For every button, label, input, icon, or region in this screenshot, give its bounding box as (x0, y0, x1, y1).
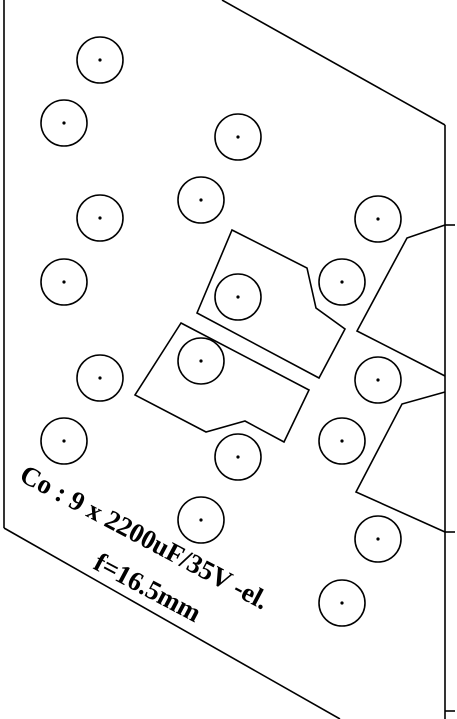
hole-center-dot (98, 376, 102, 380)
hole-ring (40, 99, 88, 147)
capacitor-hole (76, 354, 124, 402)
capacitor-hole (318, 417, 366, 465)
hole-ring (177, 176, 225, 224)
hole-center-dot (236, 295, 240, 299)
capacitor-hole (354, 356, 402, 404)
hole-center-dot (98, 58, 102, 62)
hole-center-dot (62, 121, 66, 125)
hole-center-dot (376, 378, 380, 382)
capacitor-hole (40, 99, 88, 147)
hole-ring (354, 356, 402, 404)
capacitor-hole (177, 176, 225, 224)
board-outline (3, 0, 446, 719)
capacitor-hole (214, 433, 262, 481)
hole-ring (318, 258, 366, 306)
capacitor-hole (354, 515, 402, 563)
capacitor-hole (354, 195, 402, 243)
capacitor-hole (40, 417, 88, 465)
capacitor-hole (318, 579, 366, 627)
hole-center-dot (199, 198, 203, 202)
edge-connector-tabs (354, 224, 455, 712)
capacitor-hole (214, 273, 262, 321)
capacitor-hole (76, 194, 124, 242)
capacitor-hole (177, 337, 225, 385)
capacitor-hole (76, 36, 124, 84)
hole-center-dot (340, 439, 344, 443)
hole-center-dot (98, 216, 102, 220)
hole-center-dot (62, 280, 66, 284)
hole-ring (40, 258, 88, 306)
hole-ring (318, 579, 366, 627)
hole-center-dot (376, 217, 380, 221)
hole-center-dot (340, 280, 344, 284)
hole-ring (177, 496, 225, 544)
hole-center-dot (236, 455, 240, 459)
hole-center-dot (376, 537, 380, 541)
hole-ring (76, 194, 124, 242)
hole-center-dot (199, 359, 203, 363)
hole-ring (177, 337, 225, 385)
capacitor-hole (177, 496, 225, 544)
capacitor-hole (318, 258, 366, 306)
hole-ring (354, 515, 402, 563)
hole-center-dot (340, 601, 344, 605)
hole-center-dot (62, 439, 66, 443)
hole-center-dot (199, 518, 203, 522)
capacitor-hole (214, 113, 262, 161)
hole-center-dot (236, 135, 240, 139)
hole-ring (40, 417, 88, 465)
hole-ring (76, 354, 124, 402)
hole-ring (354, 195, 402, 243)
capacitor-holes (40, 36, 402, 627)
hole-ring (214, 273, 262, 321)
capacitor-hole (40, 258, 88, 306)
copper-pads (133, 228, 347, 444)
hole-ring (214, 433, 262, 481)
hole-ring (76, 36, 124, 84)
hole-ring (214, 113, 262, 161)
hole-ring (318, 417, 366, 465)
